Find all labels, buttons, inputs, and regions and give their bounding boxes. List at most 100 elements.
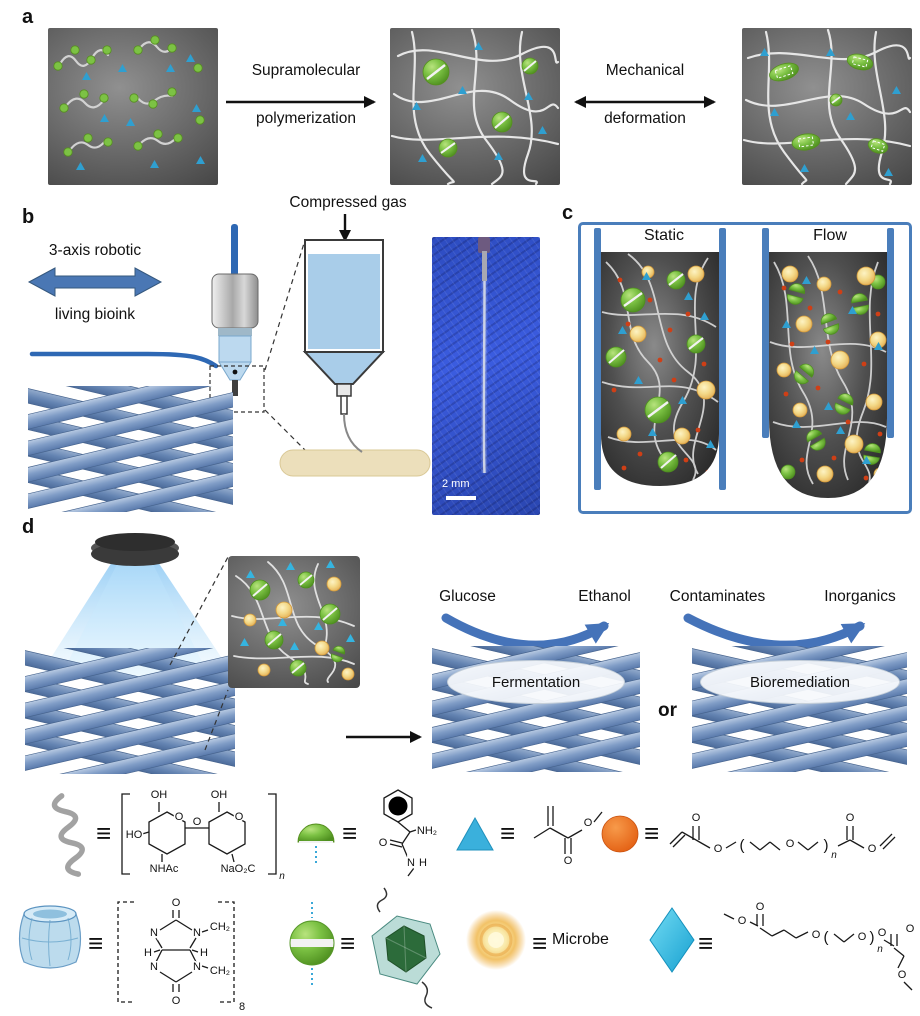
monomer-solution-art xyxy=(53,35,205,170)
bioremediation-badge: Bioremediation xyxy=(700,660,900,704)
chem-label: OH xyxy=(211,789,228,801)
substrate-rod xyxy=(279,449,431,477)
chem-label: H xyxy=(200,947,208,959)
vessel-wall xyxy=(719,228,726,490)
extrusion-photo-art xyxy=(478,237,490,474)
printhead xyxy=(209,224,265,413)
chem-label: HO xyxy=(126,829,143,841)
equiv-symbol: ≡ xyxy=(88,928,104,958)
equiv-symbol: ≡ xyxy=(698,928,714,958)
inset-vesicles-group xyxy=(249,571,346,677)
monomer-solution-box xyxy=(48,28,218,185)
polymerization-arrow-text-top: Supramolecular xyxy=(251,62,361,79)
polymer-tail-top xyxy=(376,887,388,913)
deformation-arrow-text-bottom: deformation xyxy=(604,110,686,127)
chem-label: NaO₂C xyxy=(221,863,256,875)
polymer-tail-bottom xyxy=(421,981,433,1009)
needle-hub xyxy=(478,237,490,253)
peg-monomer-circle-icon xyxy=(601,815,639,853)
network-inset-box xyxy=(228,556,360,688)
chem-label: 8 xyxy=(239,1001,245,1013)
panel-a-label: a xyxy=(22,6,34,28)
chem-label: O xyxy=(786,838,795,850)
panel-c-label: c xyxy=(562,202,574,224)
static-triangles-group xyxy=(618,272,715,448)
vessel-wall xyxy=(887,228,894,438)
inset-connector-lines xyxy=(169,556,229,751)
printhead-nozzle xyxy=(232,380,238,396)
inorganics-label: Inorganics xyxy=(824,588,896,605)
vessel-wall xyxy=(594,228,601,490)
compressed-gas-arrow xyxy=(339,214,351,242)
flow-network-strands xyxy=(769,255,887,487)
chem-label: O xyxy=(858,931,867,943)
polymerization-arrow xyxy=(226,96,376,108)
zoom-region-box xyxy=(209,365,265,413)
green-guest-monomers-group xyxy=(53,35,205,157)
chem-label: O xyxy=(175,811,184,823)
chem-label: O xyxy=(906,923,915,935)
printhead-collar xyxy=(218,328,252,336)
bioremediation-label: Bioremediation xyxy=(749,673,851,691)
axis-robotic-label: 3-axis robotic xyxy=(48,242,142,259)
microbe-label: Microbe xyxy=(552,931,609,948)
network-inset-art xyxy=(231,560,355,685)
enlarged-syringe xyxy=(279,239,431,477)
cucurbituril-barrel-icon xyxy=(18,905,82,969)
network-strands-group xyxy=(742,28,912,185)
or-label: or xyxy=(658,700,677,721)
nozzle-dot xyxy=(232,369,238,375)
chem-label: CH₂ xyxy=(210,921,230,933)
static-vesicles-group xyxy=(605,270,706,473)
blue-crosslinker-monomers-group xyxy=(76,54,205,170)
chem-label: N xyxy=(193,927,201,939)
fermentation-badge: Fermentation xyxy=(447,660,625,704)
inset-crosslink-arrows-group xyxy=(240,560,355,650)
vessel-wall xyxy=(762,228,769,438)
cucurbituril-structure: O N N CH₂ H H N N CH₂ O 8 xyxy=(117,896,247,1015)
robotic-double-arrow xyxy=(27,267,163,297)
lamp-top xyxy=(95,533,175,551)
extruded-filament xyxy=(343,413,363,453)
chem-label: O xyxy=(172,897,181,909)
panel-c-frame xyxy=(578,222,912,514)
chem-label: H xyxy=(419,857,427,869)
chem-label: ( xyxy=(824,929,829,946)
network-art xyxy=(390,28,560,185)
crosslinker-diamond-icon xyxy=(649,907,695,973)
guest-half-vesicle-icon xyxy=(297,823,335,864)
printhead-reservoir xyxy=(218,335,252,363)
equiv-symbol: ≡ xyxy=(644,818,660,848)
chem-label: O xyxy=(812,929,821,941)
chem-label: ) xyxy=(824,837,829,854)
barrel-mesh xyxy=(21,917,79,967)
guest-dimer-vesicle-icon xyxy=(289,902,335,986)
panel-c-vessels xyxy=(594,228,894,498)
contaminates-label: Contaminates xyxy=(669,588,766,605)
chem-label: O xyxy=(379,837,388,849)
chem-label: N xyxy=(407,857,415,869)
equiv-symbol: ≡ xyxy=(532,928,548,958)
equiv-symbol: ≡ xyxy=(500,818,516,848)
chem-label: O xyxy=(692,812,701,824)
deformed-network-box xyxy=(742,28,912,185)
chem-label: O xyxy=(878,927,887,939)
zoom-connector-lines xyxy=(264,239,311,456)
microbe-icon xyxy=(466,910,526,970)
chem-label: O xyxy=(846,812,855,824)
network-box xyxy=(390,28,560,185)
equiv-symbol: ≡ xyxy=(340,928,356,958)
flow-title: Flow xyxy=(813,227,847,244)
glucose-label: Glucose xyxy=(439,588,496,605)
scale-bar xyxy=(446,496,476,500)
pegda-structure: O O ( O ) n O O xyxy=(669,811,896,863)
printed-lattice-b xyxy=(28,386,233,512)
chem-label: N xyxy=(193,961,201,973)
chem-label: O xyxy=(898,969,907,981)
polymer-chains-group xyxy=(58,41,178,152)
blue-crosslink-triangles-group xyxy=(412,42,547,162)
chem-label: O xyxy=(714,843,723,855)
process-arrow xyxy=(346,731,422,743)
chem-label: O xyxy=(868,843,877,855)
polymerization-arrow-text-bottom: polymerization xyxy=(256,110,356,127)
